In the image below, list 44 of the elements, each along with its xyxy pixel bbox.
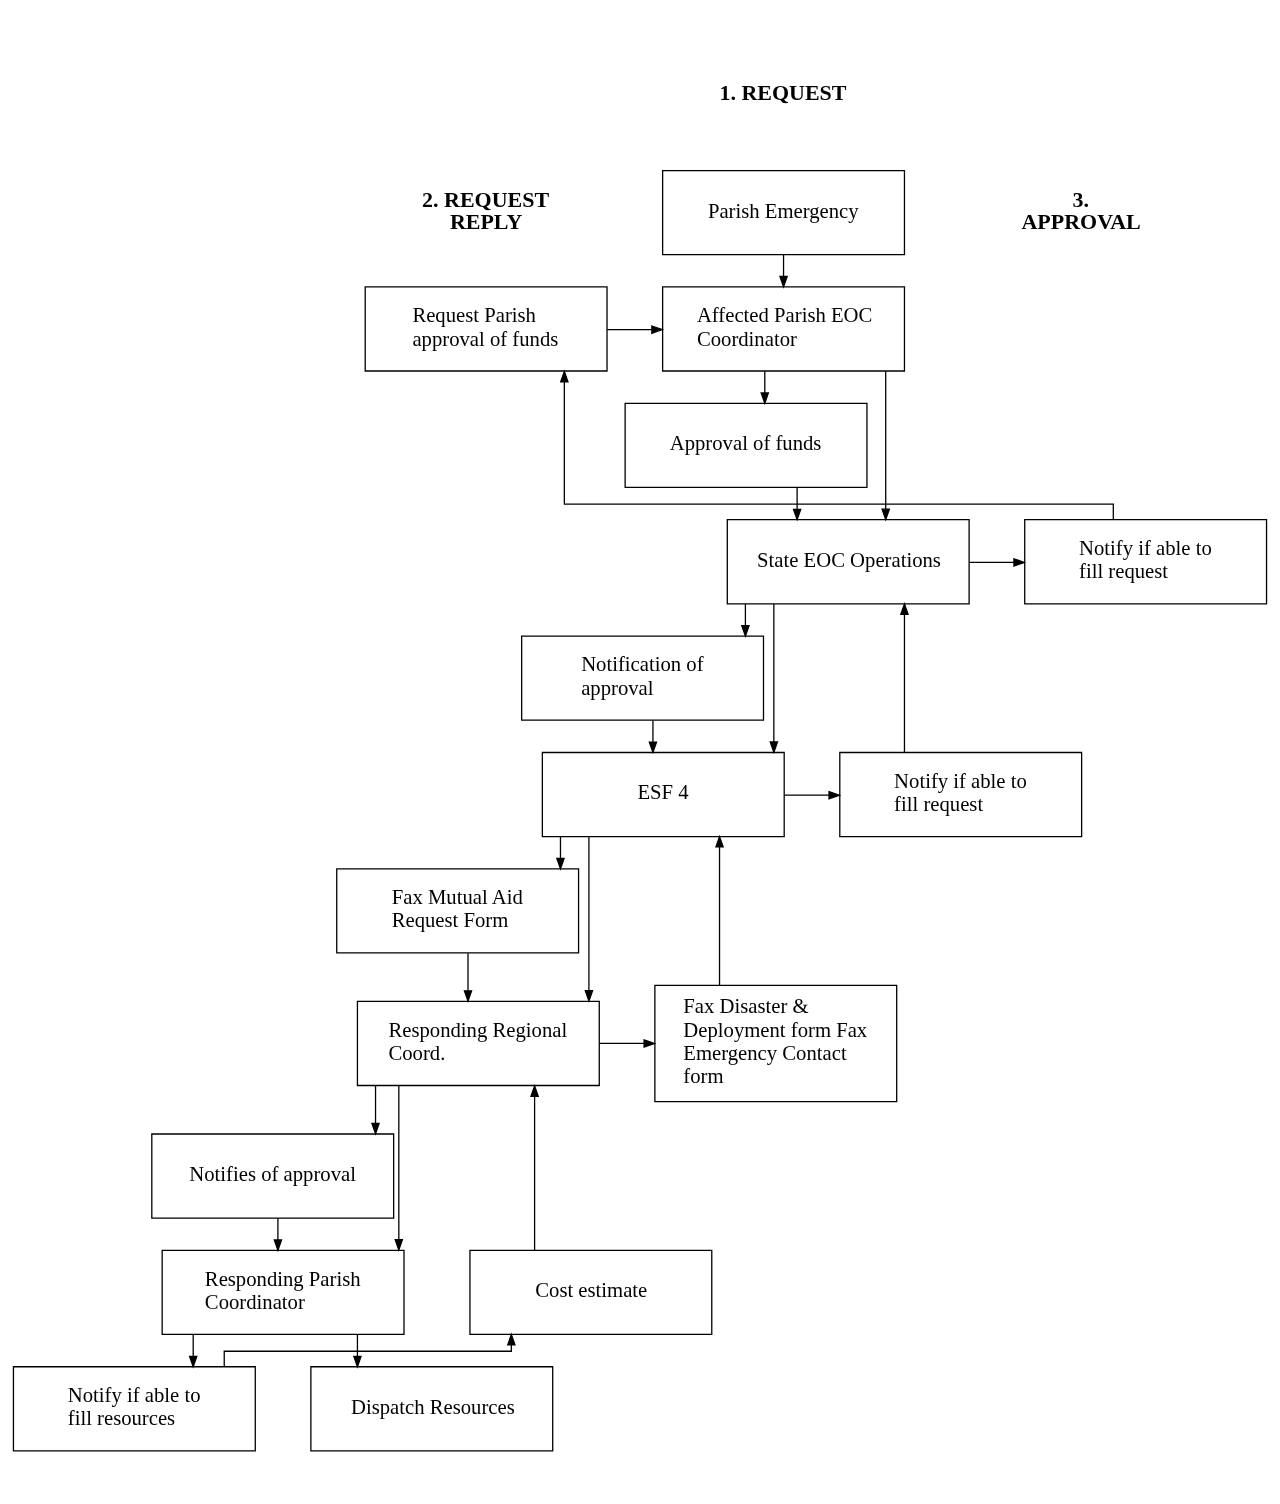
- arrow: [598, 1038, 657, 1048]
- node-box: Responding Regional Coord.: [356, 1000, 600, 1086]
- node-box: Notify if able to fill resources: [12, 1365, 256, 1451]
- node-box: Affected Parish EOC Coordinator: [662, 285, 906, 372]
- arrow: [555, 835, 565, 871]
- node-box: ESF 4: [541, 751, 785, 837]
- label: 2. REQUEST REPLY: [422, 186, 550, 234]
- arrow: [352, 1333, 362, 1369]
- node-box: Notification of approval: [521, 634, 765, 721]
- node-box: Request Parish approval of funds: [364, 285, 608, 372]
- node-box: Parish Emergency: [662, 169, 906, 255]
- arrow: [648, 719, 658, 754]
- node-box: Fax Disaster & Deployment form Fax Emergency Contact form: [654, 984, 898, 1102]
- arrow: [715, 834, 725, 986]
- arrow: [559, 368, 1114, 520]
- arrow: [783, 790, 842, 800]
- arrow: [584, 835, 594, 1003]
- arrow: [760, 370, 770, 405]
- node-box: Notifies of approval: [151, 1132, 395, 1219]
- node-box: Cost estimate: [469, 1249, 713, 1335]
- node-box: State EOC Operations: [726, 518, 970, 604]
- arrow: [188, 1333, 198, 1369]
- node-box: Notify if able to fill request: [839, 751, 1083, 837]
- arrow: [273, 1217, 283, 1252]
- node-box: Dispatch Resources: [310, 1365, 554, 1451]
- node-box: Responding Parish Coordinator: [161, 1249, 405, 1335]
- arrow: [769, 602, 779, 754]
- arrow: [740, 602, 750, 638]
- arrow: [371, 1084, 381, 1136]
- arrow: [968, 557, 1027, 567]
- label: 3. APPROVAL: [1021, 186, 1141, 234]
- arrow: [223, 1332, 516, 1367]
- arrow: [792, 486, 802, 522]
- arrow: [606, 324, 665, 334]
- node-box: Notify if able to fill request: [1024, 518, 1268, 604]
- node-box: Approval of funds: [624, 402, 868, 488]
- arrow: [463, 952, 473, 1003]
- arrow: [394, 1084, 404, 1252]
- arrow: [779, 253, 789, 289]
- label: 1. REQUEST: [719, 79, 847, 105]
- arrow: [881, 370, 891, 521]
- arrow: [899, 601, 909, 753]
- node-box: Fax Mutual Aid Request Form: [336, 867, 580, 954]
- arrow: [530, 1083, 540, 1251]
